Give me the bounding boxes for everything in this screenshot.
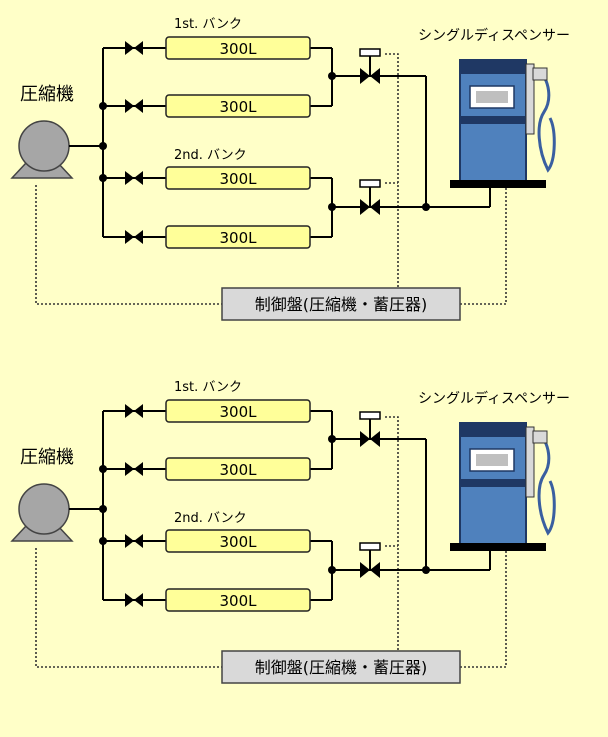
valve-half xyxy=(360,199,370,215)
tank-1 xyxy=(165,36,311,60)
tank-inlet-valve xyxy=(125,99,143,113)
tank-inlet-valve xyxy=(125,534,143,548)
dispenser-side-panel xyxy=(525,63,535,135)
valve-half xyxy=(134,462,143,476)
valve-half xyxy=(370,562,380,578)
valve-half xyxy=(125,41,134,55)
tank-inlet-valve xyxy=(125,593,143,607)
dispenser-top-band xyxy=(460,60,526,74)
control-valve-2nd xyxy=(359,179,381,215)
valve-actuator xyxy=(359,179,381,188)
tank-3 xyxy=(165,166,311,190)
bank-label-1st: 1st. バンク xyxy=(174,380,242,395)
valve-half xyxy=(125,99,134,113)
tank-inlet-valve xyxy=(125,171,143,185)
valve-half xyxy=(360,68,370,84)
dispenser-icon xyxy=(450,59,556,188)
dispenser-icon xyxy=(450,422,556,551)
bank-label-1st: 1st. バンク xyxy=(174,17,242,32)
controller-panel xyxy=(221,650,461,684)
valve-half xyxy=(134,41,143,55)
compressor-label: 圧縮機 xyxy=(20,447,74,468)
valve-half xyxy=(134,171,143,185)
valve-half xyxy=(360,562,370,578)
valve-half xyxy=(134,534,143,548)
controller-panel xyxy=(221,287,461,321)
system-diagram-2: 圧縮機 300L 300L 300L 300L 1st. バンク 2nd. バンク シングルデ… xyxy=(10,380,570,684)
tank-1 xyxy=(165,399,311,423)
dispenser-nozzle xyxy=(532,67,548,81)
valve-half xyxy=(125,593,134,607)
dispenser-base xyxy=(450,180,546,188)
dispenser-label: シングルディスペンサー xyxy=(418,27,570,44)
dispenser-screen xyxy=(476,454,508,466)
control-wire-dispenser xyxy=(460,186,507,305)
junction-node xyxy=(422,203,430,211)
tank-capacity-label: 300L xyxy=(220,229,258,247)
tank-inlet-valve xyxy=(125,404,143,418)
tank-inlet-valve xyxy=(125,230,143,244)
junction-node xyxy=(99,142,107,150)
valve-half xyxy=(125,462,134,476)
tank-capacity-label: 300L xyxy=(220,40,258,58)
control-wire-valve-1st xyxy=(385,53,399,290)
valve-half xyxy=(134,99,143,113)
control-valve-1st xyxy=(359,411,381,447)
tank-4 xyxy=(165,225,311,249)
controller-label: 制御盤(圧縮機・蓄圧器) xyxy=(255,658,428,677)
dispenser-top-band xyxy=(460,423,526,437)
dispenser-screen xyxy=(476,91,508,103)
bank-label-2nd: 2nd. バンク xyxy=(174,148,247,163)
dispenser-hose xyxy=(536,431,556,536)
tank-2 xyxy=(165,94,311,118)
dispenser-mid-band xyxy=(460,116,526,124)
valve-half xyxy=(360,431,370,447)
dispenser-mid-band xyxy=(460,479,526,487)
valve-half xyxy=(370,68,380,84)
valve-half xyxy=(134,230,143,244)
valve-actuator xyxy=(359,48,381,57)
compressor-label: 圧縮機 xyxy=(20,84,74,105)
tank-capacity-label: 300L xyxy=(220,403,258,421)
valve-half xyxy=(370,199,380,215)
tank-3 xyxy=(165,529,311,553)
valve-half xyxy=(134,593,143,607)
dispenser-side-panel xyxy=(525,426,535,498)
compressor-icon xyxy=(18,483,70,535)
control-wire-dispenser xyxy=(460,549,507,668)
bank-label-2nd: 2nd. バンク xyxy=(174,511,247,526)
control-valve-2nd xyxy=(359,542,381,578)
valve-half xyxy=(125,404,134,418)
valve-half xyxy=(125,171,134,185)
control-wire-valve-1st xyxy=(385,416,399,653)
valve-half xyxy=(125,534,134,548)
tank-inlet-valve xyxy=(125,41,143,55)
valve-actuator xyxy=(359,411,381,420)
control-valve-1st xyxy=(359,48,381,84)
junction-node xyxy=(422,566,430,574)
valve-half xyxy=(370,431,380,447)
valve-half xyxy=(134,404,143,418)
tank-inlet-valve xyxy=(125,462,143,476)
controller-label: 制御盤(圧縮機・蓄圧器) xyxy=(255,295,428,314)
valve-half xyxy=(125,230,134,244)
compressor-icon xyxy=(18,120,70,172)
dispenser-hose xyxy=(536,68,556,173)
tank-2 xyxy=(165,457,311,481)
tank-4 xyxy=(165,588,311,612)
tank-capacity-label: 300L xyxy=(220,533,258,551)
tank-capacity-label: 300L xyxy=(220,98,258,116)
dispenser-base xyxy=(450,543,546,551)
system-diagram-1: 圧縮機 300L 300L 300L 300L 1st. バンク 2nd. バンク シングルデ… xyxy=(10,17,570,321)
dispenser-label: シングルディスペンサー xyxy=(418,390,570,407)
junction-node xyxy=(99,505,107,513)
tank-capacity-label: 300L xyxy=(220,592,258,610)
dispenser-nozzle xyxy=(532,430,548,444)
tank-capacity-label: 300L xyxy=(220,170,258,188)
valve-actuator xyxy=(359,542,381,551)
tank-capacity-label: 300L xyxy=(220,461,258,479)
